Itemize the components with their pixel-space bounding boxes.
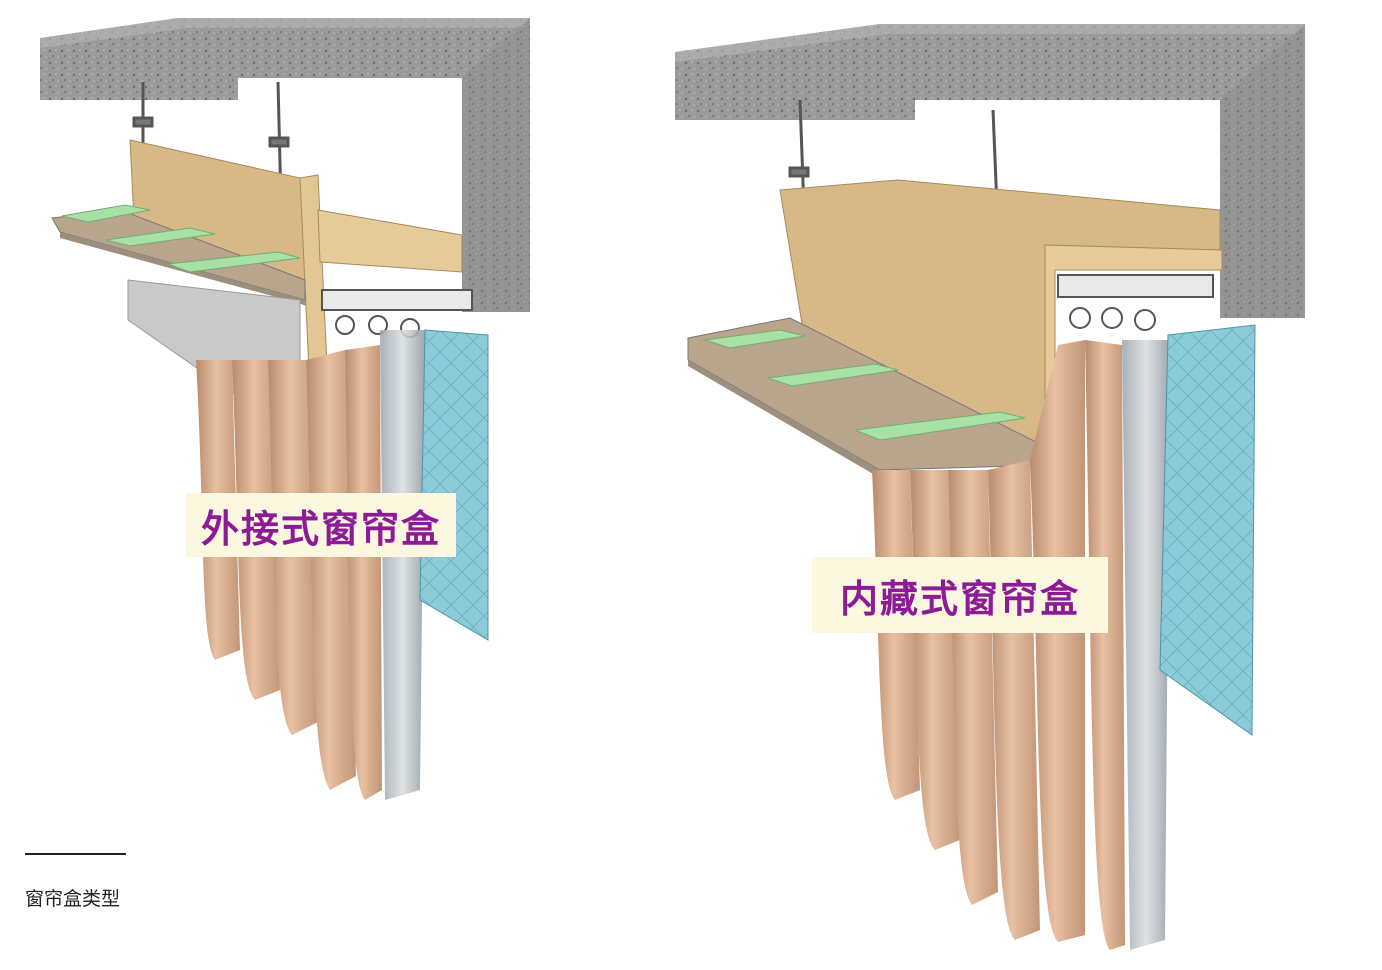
concrete-ceiling-beam xyxy=(675,24,1305,318)
figure-caption: 窗帘盒类型 xyxy=(25,888,121,910)
concrete-ceiling-beam xyxy=(40,18,530,312)
concealed-curtain-box-diagram xyxy=(675,24,1305,950)
sheer-curtain xyxy=(1122,340,1170,950)
window-glass xyxy=(1159,324,1256,736)
insulation-strips xyxy=(704,329,1026,441)
external-curtain-box-diagram xyxy=(40,18,530,800)
concealed-curtain-box-label: 内藏式窗帘盒 xyxy=(812,557,1108,633)
external-curtain-box-label: 外接式窗帘盒 xyxy=(186,493,456,557)
window-glass xyxy=(419,329,489,641)
curtain-fabric xyxy=(196,345,382,800)
sheer-curtain xyxy=(380,330,425,800)
curtain-track xyxy=(321,289,473,338)
curtain-track xyxy=(1057,274,1214,331)
insulation-strips xyxy=(61,204,301,273)
caption-divider xyxy=(25,853,126,855)
